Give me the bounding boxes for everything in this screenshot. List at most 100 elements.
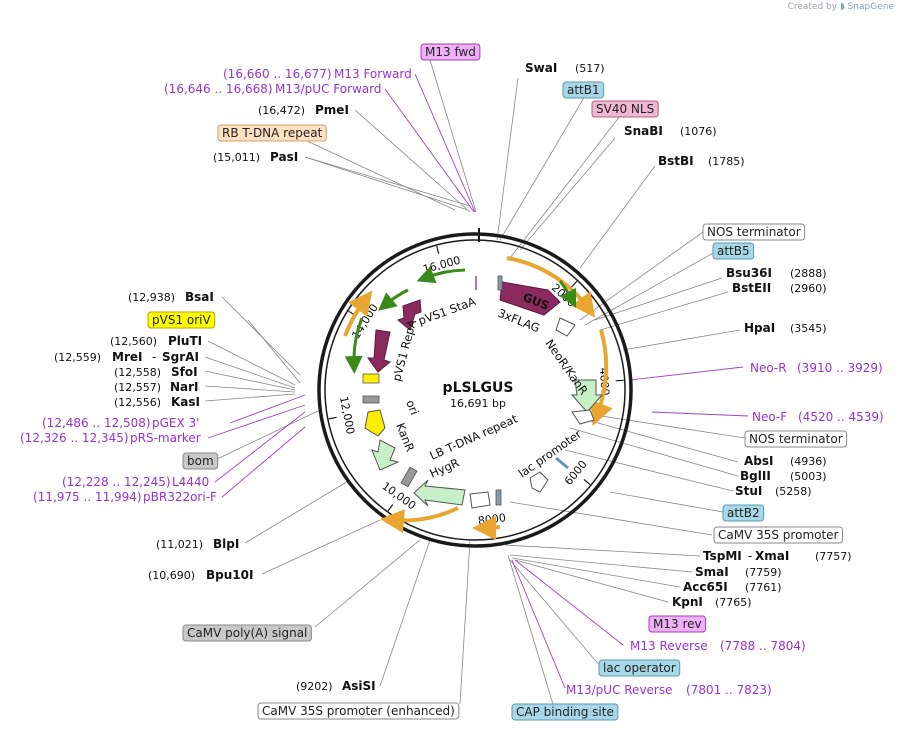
label-pvs1-oriv: pVS1 oriV	[152, 313, 212, 327]
orf-arrow-hyg	[380, 506, 459, 533]
scale-tick	[387, 504, 394, 512]
primer-neo-f-range: (4520 .. 4539)	[798, 410, 884, 424]
box-camv-35s-enhanced	[257, 702, 460, 720]
ori-feature	[364, 409, 386, 437]
green-orf-arrows	[344, 266, 577, 374]
inner-label-ori: ori	[403, 398, 422, 417]
primer-m13-puc-forward-range: (16,646 .. 16,668)	[164, 82, 273, 96]
enzyme-bsai-pos: (12,938)	[128, 291, 175, 304]
box-camv-polya	[182, 624, 312, 642]
enzyme-acc65i: Acc65I	[683, 580, 728, 594]
label-camv-35s-promoter: CaMV 35S promoter	[718, 528, 839, 542]
enzyme-smai-pos: (7759)	[745, 566, 782, 579]
scale-tick	[570, 280, 578, 288]
enzyme-smai: SmaI	[695, 565, 729, 579]
label-nos-terminator-1: NOS terminator	[707, 225, 801, 239]
label-attb2: attB2	[727, 506, 760, 520]
primer-neo-r: Neo-R	[750, 361, 787, 375]
enzyme-bsteii-pos: (2960)	[790, 282, 827, 295]
green-arrow-2	[378, 288, 409, 311]
primer-pgex-range: (12,486 .. 12,508)	[42, 416, 151, 430]
scale-tick-label: 6000	[562, 458, 590, 488]
inner-label-pvs1-repa: pVS1 RepA	[389, 318, 419, 383]
pvs1-oriv-feature	[362, 373, 380, 384]
primer-labels: M13 Forward (16,660 .. 16,677) M13/pUC F…	[20, 67, 884, 697]
cap-site-mark	[555, 456, 569, 470]
enzyme-nari-pos: (12,557)	[114, 381, 161, 394]
enzyme-bsu36i: Bsu36I	[726, 266, 772, 280]
nos-terminator-feature	[571, 409, 595, 425]
enzyme-asisi-pos: (9202)	[296, 680, 333, 693]
enzyme-stui: StuI	[735, 484, 762, 498]
primer-prs-marker: pRS-marker	[130, 431, 201, 445]
plasmid-length: 16,691 bp	[450, 397, 506, 410]
enzyme-labels: SwaI (517) SnaBI (1076) BstBI (1785) Bsu…	[54, 61, 852, 693]
scale-tick	[615, 379, 624, 382]
enzyme-kpni-pos: (7765)	[715, 596, 752, 609]
enzyme-pasi-pos: (15,011)	[213, 151, 260, 164]
box-lac-operator	[598, 659, 681, 677]
enzyme-separator: -	[748, 549, 752, 563]
attb1-mark	[497, 275, 503, 291]
orf-arrow-neo	[590, 329, 613, 427]
label-attb5: attB5	[717, 244, 750, 258]
orf-arrows	[343, 256, 613, 540]
enzyme-absi: AbsI	[744, 454, 773, 468]
enzyme-bstbi: BstBI	[658, 154, 694, 168]
enzyme-tspmi-pos: (7757)	[815, 550, 852, 563]
primer-m13-puc-reverse-range: (7801 .. 7823)	[686, 683, 772, 697]
enzyme-kasi: KasI	[171, 395, 200, 409]
box-attb2	[722, 504, 765, 522]
boxed-feature-labels: M13 fwd attB1 SV40 NLS RB T-DNA repeat N…	[147, 43, 848, 721]
scale-tick-label: 8000	[477, 511, 506, 528]
hygr-feature	[413, 479, 466, 507]
box-cap-binding-site	[511, 703, 619, 721]
enzyme-bsai: BsaI	[185, 290, 214, 304]
enzyme-acc65i-pos: (7761)	[745, 581, 782, 594]
primer-neo-r-range: (3910 .. 3929)	[797, 361, 883, 375]
flag-feature	[555, 317, 576, 337]
pvs1-staa-feature	[396, 299, 422, 331]
enzyme-kasi-pos: (12,556)	[114, 396, 161, 409]
scale-tick	[436, 245, 440, 254]
primer-connectors	[207, 73, 749, 689]
primer-m13-reverse-range: (7788 .. 7804)	[720, 639, 806, 653]
scale-tick	[583, 479, 591, 486]
orf-arrow-repa	[343, 290, 373, 337]
enzyme-blpi: BlpI	[213, 537, 239, 551]
enzyme-xmai: XmaI	[755, 549, 789, 563]
enzyme-sfoi-pos: (12,558)	[114, 366, 161, 379]
enzyme-pluti: PluTI	[168, 334, 202, 348]
label-camv-polya: CaMV poly(A) signal	[187, 626, 307, 640]
scale-tick	[328, 416, 337, 420]
box-nos-terminator-2	[744, 430, 848, 448]
inner-label-pvs1-staa: pVS1 StaA	[416, 294, 477, 328]
green-arrow-4	[558, 280, 577, 309]
label-bom: bom	[187, 454, 214, 468]
snapgene-logo-icon: ◗	[839, 2, 845, 12]
lb-repeat-feature	[400, 466, 418, 488]
label-attb1: attB1	[567, 83, 600, 97]
box-attb5	[712, 242, 755, 260]
primer-pbr322ori-f-range: (11,975 .. 11,994)	[33, 490, 142, 504]
lac-promoter-feature	[529, 471, 549, 493]
primer-pgex: pGEX 3'	[152, 416, 199, 430]
label-m13-rev: M13 rev	[653, 617, 702, 631]
label-sv40-nls: SV40 NLS	[596, 102, 654, 116]
neor-feature	[570, 379, 604, 413]
inner-label-lb: LB T-DNA repeat	[428, 411, 521, 462]
enzyme-hpai: HpaI	[744, 321, 775, 335]
bom-mark	[362, 395, 380, 404]
enzyme-sgrai: SgrAI	[162, 350, 199, 364]
box-bom	[182, 452, 219, 470]
scale-tick-label: 10,000	[379, 479, 418, 512]
green-arrow-1	[416, 266, 466, 284]
enzyme-snabi-pos: (1076)	[680, 125, 717, 138]
enzyme-pasi: PasI	[270, 150, 298, 164]
pvs1-repa-feature	[367, 329, 392, 373]
box-m13-fwd	[420, 43, 481, 61]
enzyme-bstbi-pos: (1785)	[708, 155, 745, 168]
enzyme-hpai-pos: (3545)	[790, 322, 827, 335]
